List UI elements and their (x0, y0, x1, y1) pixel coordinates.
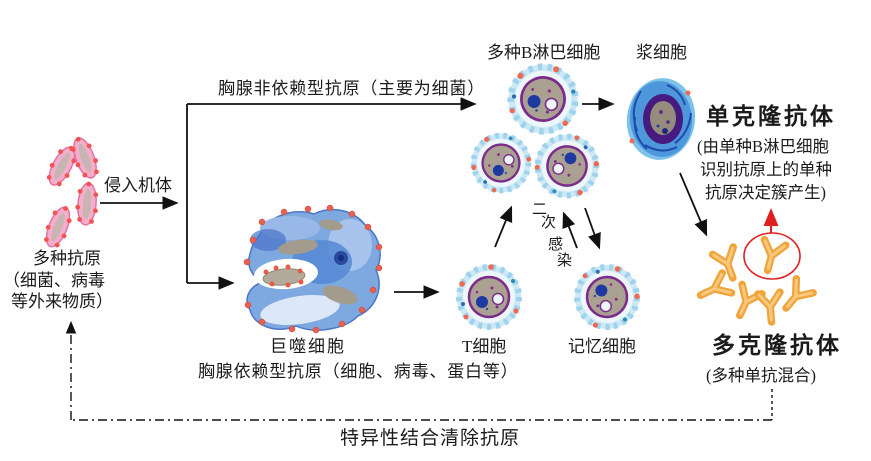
arrow-plasma-to-antibodies (679, 172, 708, 237)
macrophage-label: 巨噬细胞 (270, 337, 346, 356)
engulfed-bacterium-icon (262, 264, 306, 288)
antigens-label-line2: （细菌、病毒 (3, 271, 105, 290)
antibody-icon (757, 240, 786, 274)
secondary-infection-char-1: 二 (532, 202, 548, 218)
monoclonal-note-line1: (由单种B淋巴细胞 (697, 137, 829, 156)
antigen-bacteria-cluster (38, 132, 104, 252)
secondary-infection-char-4: 染 (557, 253, 573, 269)
thymus-dependent-label: 胸腺依赖型抗原（细胞、病毒、蛋白等） (198, 362, 519, 381)
b-cell-icon (460, 121, 542, 204)
plasma-cell-label: 浆细胞 (636, 43, 687, 62)
macrophage-cell (243, 204, 383, 334)
macrophage-surface-dots (243, 204, 383, 334)
t-cell-label: T细胞 (462, 337, 507, 356)
b-cell-icon (524, 123, 610, 209)
antibody-cluster (696, 208, 813, 323)
b-lymphocytes-label: 多种B淋巴细胞 (487, 43, 601, 62)
antigens-label-line3: 等外来物质） (11, 292, 113, 311)
arrow-tcell-to-bcells (494, 205, 513, 248)
memory-cell-label: 记忆细胞 (568, 337, 636, 356)
feedback-loop (65, 320, 773, 421)
monoclonal-note-line2: 识别抗原上的单种 (700, 160, 832, 179)
antibody-icon (778, 279, 813, 315)
antibody-icon (696, 273, 732, 305)
clear-antigen-label: 特异性结合清除抗原 (340, 428, 521, 449)
flow-arrows (100, 97, 708, 299)
t-cell-icon (457, 264, 521, 329)
secondary-infection-char-3: 感 (548, 237, 564, 253)
antibody-icon (758, 292, 782, 323)
plasma-cell-icon (626, 78, 696, 160)
arrow-bcells-to-memory (584, 207, 601, 250)
memory-cell-icon (572, 262, 642, 331)
arrow-memory-to-bcells (562, 211, 578, 249)
monoclonal-note-line3: 抗原决定簇产生) (705, 183, 826, 202)
b-cell-icon (499, 54, 588, 143)
secondary-infection-char-2: 次 (541, 215, 557, 231)
antigen-bacterium-icon (38, 201, 78, 252)
invade-body-label: 侵入机体 (104, 176, 172, 195)
monoclonal-antibody-title: 单克隆抗体 (706, 104, 836, 129)
antigen-bacterium-icon (73, 179, 102, 227)
thymus-independent-label: 胸腺非依赖型抗原（主要为细菌） (218, 79, 485, 98)
polyclonal-note: (多种单抗混合) (706, 366, 816, 385)
polyclonal-antibody-title: 多克隆抗体 (712, 333, 842, 358)
antibody-icon (730, 284, 762, 320)
antigens-label-line1: 多种抗原 (33, 249, 101, 268)
b-lymphocyte-cluster (460, 54, 611, 210)
